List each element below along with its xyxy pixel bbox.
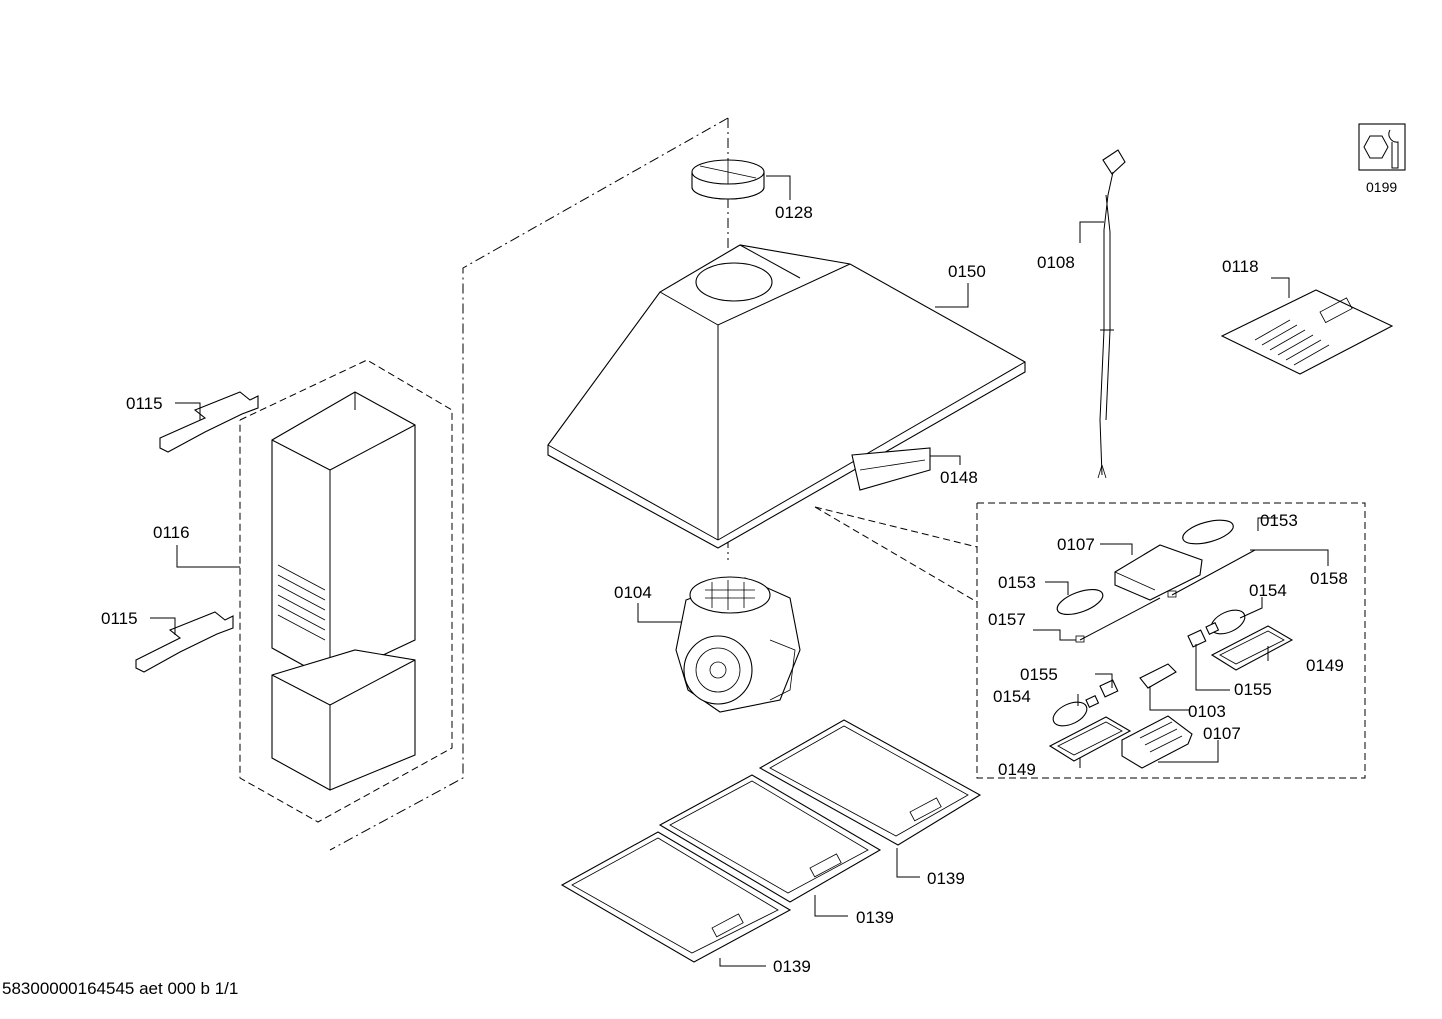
part-0150-hood	[547, 244, 1026, 549]
part-0155-socket-left	[1099, 679, 1119, 698]
part-0103-switch	[1139, 663, 1177, 689]
part-0115-bracket-bottom	[135, 611, 234, 673]
part-0155-socket-right	[1187, 629, 1207, 648]
part-0118-screw-bag	[1220, 289, 1394, 375]
label-0199: 0199	[1366, 179, 1397, 195]
part-0154-bulb-left	[1052, 695, 1100, 727]
part-labels: 0128 0150 0108 0118 0199 0115 0116 0115 …	[101, 179, 1397, 976]
label-0157: 0157	[988, 610, 1026, 629]
part-0199-wrench-icon	[1358, 123, 1406, 171]
part-0157-wire	[1075, 597, 1161, 643]
label-0149-left: 0149	[998, 760, 1036, 779]
label-0104: 0104	[614, 583, 652, 602]
label-0158: 0158	[1310, 569, 1348, 588]
label-0155-left: 0155	[1020, 665, 1058, 684]
part-0115-bracket-top	[159, 391, 259, 453]
part-0139-filter-2	[658, 774, 882, 903]
part-0107-lamp-housing-bottom	[1121, 715, 1193, 769]
label-0154-right: 0154	[1249, 581, 1287, 600]
part-0153-clip-left	[1056, 588, 1104, 616]
label-0108: 0108	[1037, 253, 1075, 272]
label-0153-left: 0153	[998, 573, 1036, 592]
part-0154-bulb-right	[1205, 609, 1246, 635]
label-0139-left: 0139	[773, 957, 811, 976]
document-id-footer: 58300000164545 aet 000 b 1/1	[2, 979, 239, 998]
label-0107-top: 0107	[1057, 535, 1095, 554]
part-0149-lens-left	[1048, 716, 1132, 762]
part-0128-flange	[691, 159, 765, 200]
label-0118: 0118	[1222, 257, 1259, 276]
leader-lines	[150, 175, 1329, 967]
label-0153-top: 0153	[1260, 511, 1298, 530]
part-0104-motor	[675, 576, 801, 713]
label-0139-middle: 0139	[856, 908, 894, 927]
label-0149-right: 0149	[1306, 656, 1344, 675]
label-0154-left: 0154	[993, 687, 1031, 706]
part-0108-cord	[1097, 149, 1126, 479]
label-0115-top: 0115	[126, 394, 163, 413]
label-0128: 0128	[775, 203, 813, 222]
part-0153-clip-top	[1182, 519, 1234, 545]
label-0150: 0150	[948, 262, 986, 281]
label-0116: 0116	[153, 523, 190, 542]
label-0155-right: 0155	[1234, 680, 1272, 699]
part-0107-lamp-housing-top	[1114, 544, 1203, 601]
label-0103: 0103	[1188, 702, 1226, 721]
part-0149-lens-right	[1210, 625, 1294, 671]
label-0115-bottom: 0115	[101, 609, 138, 628]
label-0107-bottom: 0107	[1203, 724, 1241, 743]
part-0139-filter-3	[560, 831, 792, 963]
label-0148: 0148	[940, 468, 978, 487]
part-0116-chimney	[271, 391, 416, 791]
part-0139-filter-1	[758, 719, 982, 846]
part-0158-wire	[1167, 549, 1256, 598]
label-0139-right: 0139	[927, 869, 965, 888]
